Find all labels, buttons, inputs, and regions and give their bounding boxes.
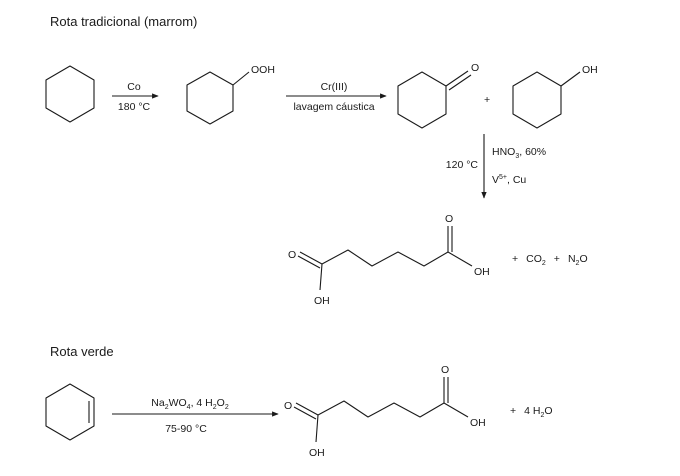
cyclohexyl-hydroperoxide-structure (186, 71, 250, 125)
green-reagent-label: Na2WO4, 4 H2O2 (151, 397, 229, 411)
acid-right-oxygen-label: O (445, 213, 453, 225)
ketone-oxygen-label: O (471, 62, 479, 74)
hydroperoxide-group-label: OOH (251, 64, 275, 76)
alcohol-group-label: OH (582, 64, 598, 76)
plus-sign: + (484, 94, 490, 106)
adipic-acid-structure-green (293, 377, 469, 443)
step2-catalyst-label: Cr(III) (321, 81, 348, 93)
traditional-route-title: Rota tradicional (marrom) (50, 14, 197, 29)
byproducts-label: +CO2+N2O (512, 253, 588, 267)
green-acid-right-hydroxyl-label: OH (470, 417, 486, 429)
step1-catalyst-label: Co (127, 81, 141, 93)
step3-temperature-label: 120 °C (446, 159, 479, 171)
green-acid-left-hydroxyl-label: OH (309, 447, 325, 459)
step3-catalyst-label: V5+, Cu (492, 174, 526, 186)
cyclohexene-structure (45, 383, 95, 441)
cyclohexanol-structure (512, 71, 581, 129)
step1-temperature-label: 180 °C (118, 101, 151, 113)
acid-right-hydroxyl-label: OH (474, 266, 490, 278)
green-acid-left-oxygen-label: O (284, 400, 292, 412)
acid-left-hydroxyl-label: OH (314, 295, 330, 307)
green-acid-right-oxygen-label: O (441, 364, 449, 376)
green-temperature-label: 75-90 °C (165, 423, 207, 435)
step2-condition-label: lavagem cáustica (293, 101, 374, 113)
acid-left-oxygen-label: O (288, 249, 296, 261)
water-byproduct-label: +4 H2O (510, 405, 553, 419)
green-route-title: Rota verde (50, 344, 114, 359)
step3-reagent-label: HNO3, 60% (492, 146, 546, 160)
adipic-acid-structure-traditional (297, 226, 473, 291)
cyclohexane-structure (45, 65, 95, 123)
cyclohexanone-structure (397, 70, 472, 129)
